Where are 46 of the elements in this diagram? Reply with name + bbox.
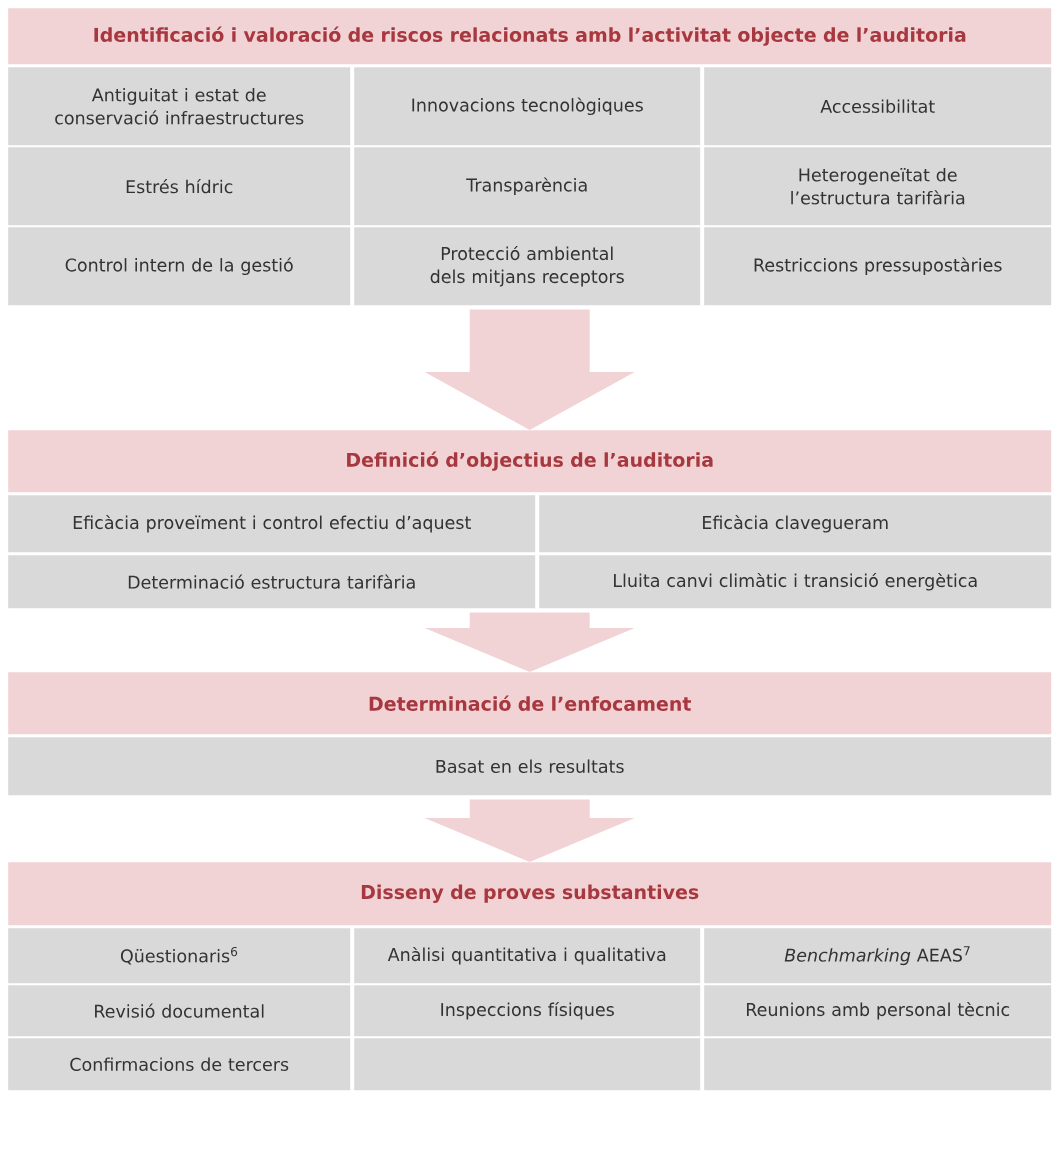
section-header: Identificació i valoració de riscos relacionats amb l’activitat objecte de l’auditoria bbox=[8, 8, 1052, 65]
node-label: Anàlisi quantitativa i qualitativa bbox=[387, 946, 666, 965]
node-label: Heterogeneïtat de l’estructura tarifària bbox=[791, 167, 965, 205]
empty-cell bbox=[354, 1038, 701, 1091]
cell: Eficàcia proveïment i control efectiu d’aquest bbox=[8, 495, 536, 553]
node-label: Estrés hídric bbox=[126, 179, 233, 194]
cell: Anàlisi quantitativa i qualitativa bbox=[354, 928, 701, 984]
cell: Revisió documental bbox=[8, 985, 351, 1037]
cell: Heterogeneïtat de l’estructura tarifària bbox=[704, 147, 1052, 226]
node-label: Restriccions pressupostàries bbox=[754, 257, 1002, 276]
cell: Accessibilitat bbox=[704, 67, 1052, 146]
node-label: Qüestionaris$^{6}$ bbox=[120, 946, 238, 965]
node-label: Confirmacions de tercers bbox=[70, 1057, 289, 1071]
section-header: Definició d’objectius de l’auditoria bbox=[8, 430, 1052, 493]
cell: Inspeccions físiques bbox=[354, 985, 701, 1037]
node-label: Innovacions tecnològiques bbox=[412, 97, 643, 116]
cell: Control intern de la gestió bbox=[8, 227, 351, 306]
cell: Benchmarking AEAS$^{7}$ bbox=[704, 928, 1052, 984]
cell: Determinació estructura tarifària bbox=[8, 555, 536, 609]
node-label: Protecció ambiental dels mitjans receptors bbox=[430, 245, 624, 287]
node-label: Antiguitat i estat de conservació infraestructures bbox=[55, 87, 304, 125]
cell: Basat en els resultats bbox=[8, 737, 1052, 796]
node-label: Inspeccions físiques bbox=[441, 1001, 614, 1020]
node-label: Accessibilitat bbox=[820, 99, 935, 113]
cell: Antiguitat i estat de conservació infraestructures bbox=[8, 67, 351, 146]
cell: Confirmacions de tercers bbox=[8, 1038, 351, 1091]
node-label: Control intern de la gestió bbox=[65, 257, 293, 276]
cell: Qüestionaris$^{6}$ bbox=[8, 928, 351, 984]
section-header: Determinació de l’enfocament bbox=[8, 672, 1052, 735]
node-label: Transparència bbox=[466, 177, 587, 196]
cell: Innovacions tecnològiques bbox=[354, 67, 701, 146]
cell: Restriccions pressupostàries bbox=[704, 227, 1052, 306]
section-header: Disseny de proves substantives bbox=[8, 862, 1052, 926]
arrow bbox=[424, 309, 635, 430]
cell: Reunions amb personal tècnic bbox=[704, 985, 1052, 1037]
cell: Lluita canvi climàtic i transició energètica bbox=[539, 555, 1052, 609]
arrow bbox=[424, 612, 635, 672]
cell: Transparència bbox=[354, 147, 701, 226]
cell: Protecció ambiental dels mitjans receptors bbox=[354, 227, 701, 306]
node-label: Revisió documental bbox=[95, 1003, 264, 1018]
cell: Estrés hídric bbox=[8, 147, 351, 226]
node-label: Reunions amb personal tècnic bbox=[746, 1001, 1010, 1020]
empty-cell bbox=[704, 1038, 1052, 1091]
arrow bbox=[424, 799, 635, 862]
cell: Eficàcia clavegueram bbox=[539, 495, 1052, 553]
node-label: Benchmarking AEAS$^{7}$ bbox=[784, 946, 970, 966]
